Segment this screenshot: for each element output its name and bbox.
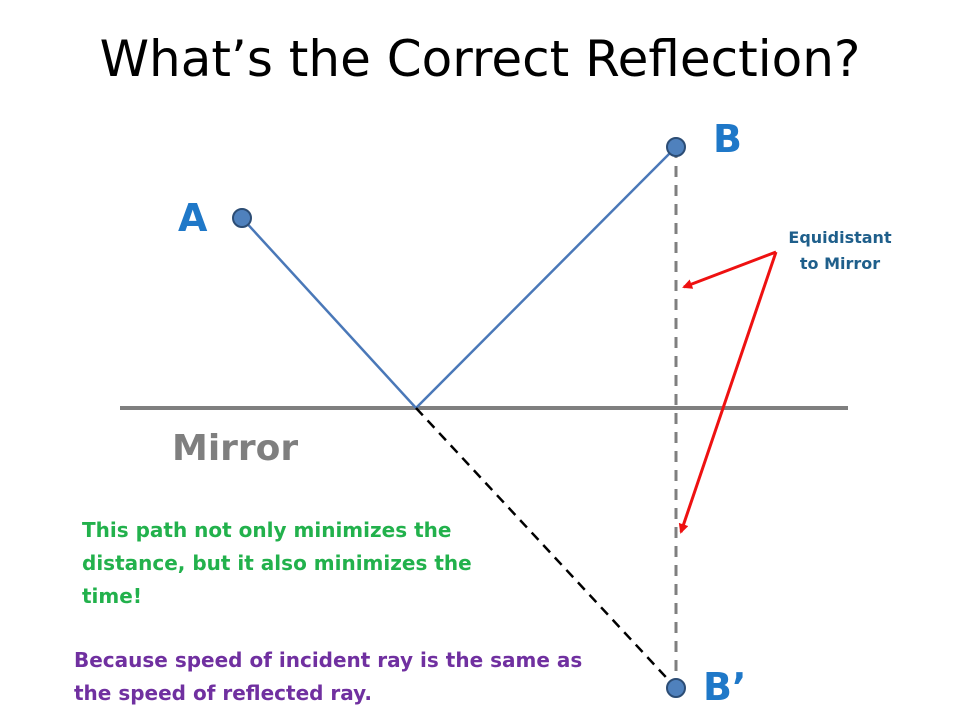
speed-note: Because speed of incident ray is the sam… xyxy=(74,648,583,705)
point-b-label: B xyxy=(713,117,742,161)
equidistant-arrow-upper xyxy=(682,250,777,289)
equidistant-note-line1: Equidistant xyxy=(788,228,892,247)
reflected-ray xyxy=(415,146,677,409)
equidistant-note-line2: to Mirror xyxy=(799,254,881,273)
point-a-label: A xyxy=(178,196,208,240)
slide-title: What’s the Correct Reflection? xyxy=(99,30,861,88)
incident-ray xyxy=(241,217,417,409)
equidistant-note: Equidistant to Mirror xyxy=(775,225,905,277)
point-b-prime-marker xyxy=(666,678,686,698)
point-b-marker xyxy=(666,137,686,157)
point-a-marker xyxy=(232,208,252,228)
minimizes-note: This path not only minimizes the distanc… xyxy=(82,518,472,608)
point-b-prime-label: B’ xyxy=(703,665,747,709)
mirror-label: Mirror xyxy=(172,428,299,469)
virtual-ray-dashed xyxy=(415,407,677,689)
equidistant-arrow-lower xyxy=(678,251,778,534)
